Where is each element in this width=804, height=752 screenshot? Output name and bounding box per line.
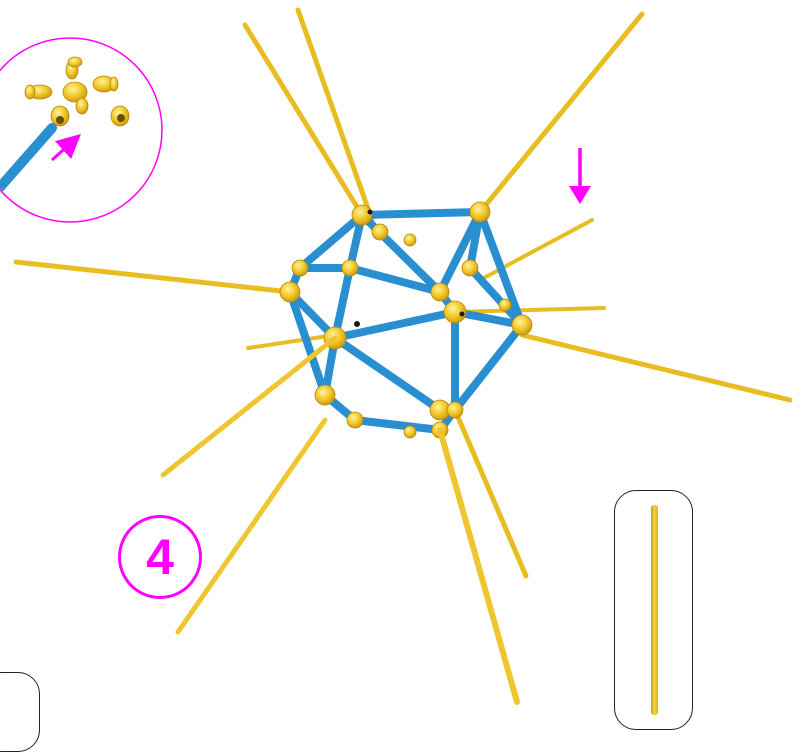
connector-hub [462,260,478,276]
connector-hub [404,426,416,438]
connector-hub [280,282,300,302]
long-rod [298,10,372,220]
step-number: 4 [146,532,174,582]
long-rod-part [651,505,658,715]
corner-card [0,672,40,752]
long-rod [522,335,790,400]
long-rod [455,410,526,576]
connector-hub [372,224,388,240]
part-card [614,490,693,730]
long-rod [16,262,290,292]
connector-hub [431,283,449,301]
connector-hub [404,234,416,246]
long-rod [480,14,642,212]
arrow-down-icon [569,148,591,204]
long-rod [163,338,335,475]
connector-hub [352,205,372,225]
connector-hub [315,385,335,405]
step-badge: 4 [118,515,202,599]
connector-hub [499,299,511,311]
long-rod [178,420,325,632]
long-rod [455,308,604,312]
connector-hub [292,260,308,276]
connector-hub [342,260,358,276]
connector-hub [470,202,490,222]
detail-circle [0,38,162,222]
detail-inset [0,38,162,222]
connector-hub [512,315,532,335]
connector-hub [447,402,463,418]
long-rod [245,25,362,215]
connector-hub [347,412,363,428]
